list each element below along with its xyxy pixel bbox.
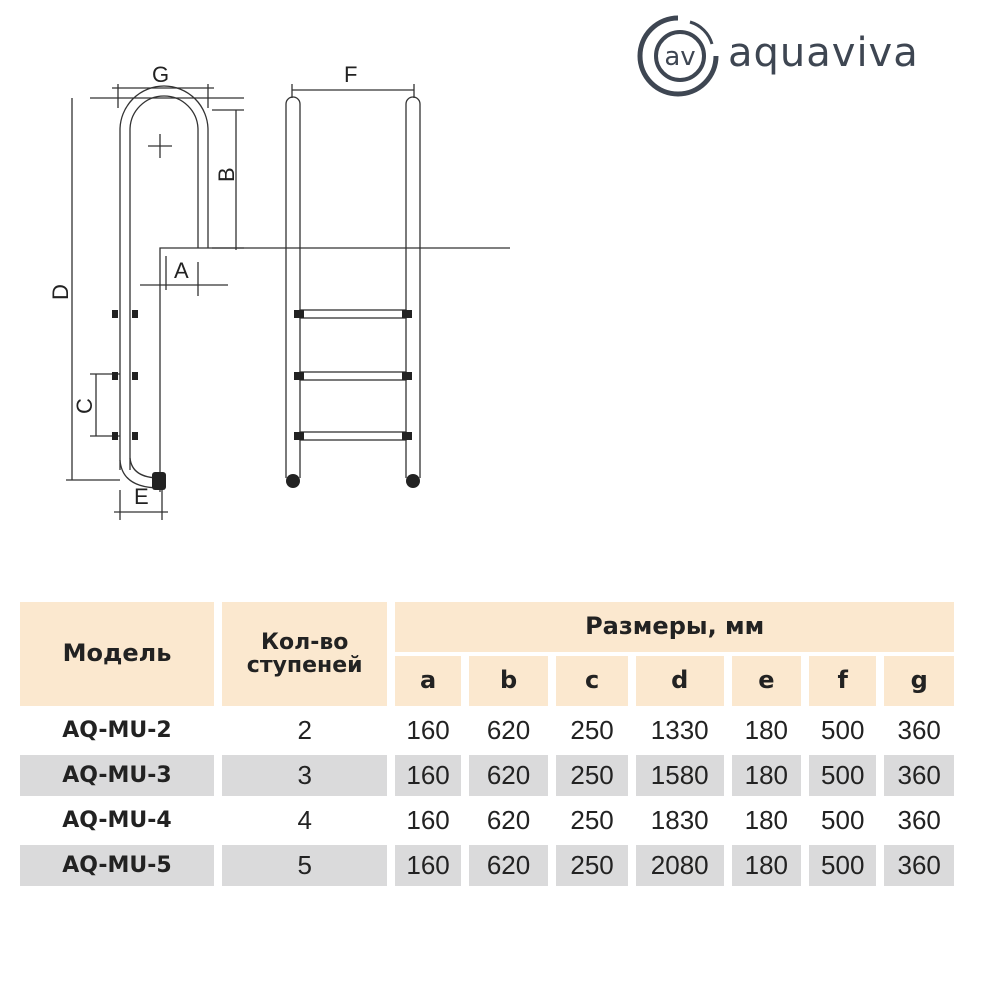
col-header-c: c — [556, 656, 628, 706]
col-header-b: b — [468, 656, 549, 706]
spec-table: Модель Кол-во ступеней Размеры, мм a b c… — [12, 598, 962, 890]
cell-g: 360 — [884, 710, 954, 751]
table-row: AQ-MU-2 2 160 620 250 1330 180 500 360 — [20, 710, 954, 751]
ladder-step — [299, 371, 407, 381]
cell-steps: 2 — [221, 710, 388, 751]
ladder-side-outer-tube — [119, 85, 209, 470]
cell-b: 620 — [468, 755, 549, 796]
cell-f: 500 — [809, 845, 877, 886]
col-header-e: e — [731, 656, 802, 706]
dim-label-g: G — [152, 62, 169, 87]
cell-steps: 5 — [221, 845, 388, 886]
col-header-steps: Кол-во ступеней — [221, 602, 388, 706]
ladder-step — [299, 431, 407, 441]
col-header-g: g — [884, 656, 954, 706]
col-header-f: f — [809, 656, 877, 706]
col-header-d: d — [635, 656, 724, 706]
cell-model: AQ-MU-5 — [20, 845, 214, 886]
ladder-side-inner-tube — [129, 95, 199, 470]
cell-e: 180 — [731, 845, 802, 886]
cell-d: 1330 — [635, 710, 724, 751]
col-header-a: a — [395, 656, 461, 706]
logo-mark-letters: av — [664, 42, 695, 72]
dim-label-f: F — [344, 62, 357, 87]
cell-e: 180 — [731, 710, 802, 751]
cell-g: 360 — [884, 845, 954, 886]
cell-c: 250 — [556, 710, 628, 751]
cell-e: 180 — [731, 755, 802, 796]
cell-d: 2080 — [635, 845, 724, 886]
aquaviva-logo-mark: av — [637, 15, 719, 97]
steps-header-line2: ступеней — [246, 653, 363, 678]
dim-label-a: A — [174, 258, 189, 283]
dim-label-b: B — [214, 167, 239, 182]
ladder-front-right-rail — [405, 96, 421, 478]
col-header-model: Модель — [20, 602, 214, 706]
cell-g: 360 — [884, 755, 954, 796]
table-row: AQ-MU-3 3 160 620 250 1580 180 500 360 — [20, 755, 954, 796]
cell-c: 250 — [556, 755, 628, 796]
cell-a: 160 — [395, 710, 461, 751]
table-row: AQ-MU-5 5 160 620 250 2080 180 500 360 — [20, 845, 954, 886]
ladder-front-left-rail — [285, 96, 301, 478]
cell-steps: 3 — [221, 755, 388, 796]
ladder-step — [299, 309, 407, 319]
cell-b: 620 — [468, 710, 549, 751]
ladder-foot-cap — [152, 472, 166, 490]
aquaviva-logo: av aquaviva — [630, 8, 970, 98]
steps-header-line1: Кол-во — [260, 629, 349, 655]
cell-g: 360 — [884, 800, 954, 841]
cell-b: 620 — [468, 845, 549, 886]
cell-c: 250 — [556, 800, 628, 841]
cell-model: AQ-MU-2 — [20, 710, 214, 751]
cell-b: 620 — [468, 800, 549, 841]
ladder-front-foot — [286, 474, 300, 488]
col-header-dimensions: Размеры, мм — [395, 602, 954, 652]
cell-f: 500 — [809, 710, 877, 751]
dim-label-d: D — [48, 284, 73, 300]
table-row: AQ-MU-4 4 160 620 250 1830 180 500 360 — [20, 800, 954, 841]
pool-wall-line — [159, 247, 510, 492]
cell-c: 250 — [556, 845, 628, 886]
cell-f: 500 — [809, 755, 877, 796]
ladder-front-foot — [406, 474, 420, 488]
cell-model: AQ-MU-3 — [20, 755, 214, 796]
cell-f: 500 — [809, 800, 877, 841]
cell-e: 180 — [731, 800, 802, 841]
dim-label-e: E — [134, 484, 149, 509]
cell-model: AQ-MU-4 — [20, 800, 214, 841]
cell-a: 160 — [395, 755, 461, 796]
cell-d: 1580 — [635, 755, 724, 796]
cell-steps: 4 — [221, 800, 388, 841]
cell-a: 160 — [395, 800, 461, 841]
ladder-drawing: G F B A D C E — [48, 62, 510, 520]
cell-a: 160 — [395, 845, 461, 886]
brand-name: aquaviva — [728, 30, 919, 76]
cell-d: 1830 — [635, 800, 724, 841]
dim-label-c: C — [72, 398, 97, 414]
